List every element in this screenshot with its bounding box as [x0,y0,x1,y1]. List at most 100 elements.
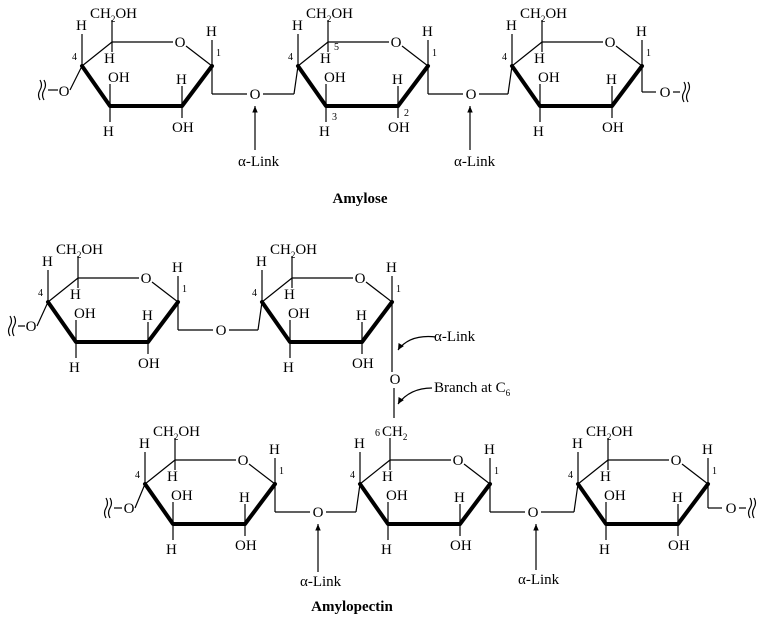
oh-c2: OH [138,356,160,372]
amylopectin-alpha-arrow-2-head [533,524,539,531]
amylopectin-bond-o-c4-lower [134,483,146,509]
bond-o-c1 [681,463,709,485]
amylopectin-bond-o-c4-upper [36,301,49,327]
bond-o-c1 [401,45,429,67]
h-c5: H [320,51,331,67]
position-4: 4 [350,470,355,481]
amylopectin-wavy-lower-left-b [107,497,113,519]
position-1: 1 [646,48,651,59]
bond-c4-c5 [511,41,543,67]
amylopectin-alpha-arrow-branch-curve [397,335,437,351]
ring-oxygen: O [605,35,616,51]
amylose-wavy-right-a [681,81,687,103]
ring-oxygen: O [391,35,402,51]
h-c1: H [422,24,433,40]
h-c5: H [600,469,611,485]
amylose-link-1-oxygen: O [250,87,261,103]
h-c1: H [636,24,647,40]
h-c2: H [392,72,403,88]
amylopectin-branch-arrow [397,387,433,405]
h-c2: H [606,72,617,88]
h-c5: H [534,51,545,67]
h-c4: H [572,436,583,452]
position-4: 4 [38,288,43,299]
h-c5: H [382,469,393,485]
position-4: 4 [568,470,573,481]
bond-c4-c5 [577,459,609,485]
amylose-link-2-bond-up-c4 [507,65,513,95]
amylopectin-alpha-label-2: α-Link [518,572,560,588]
oh-c2: OH [668,538,690,554]
amylopectin-upper-link-bond-up-c4 [257,301,263,331]
bond-o-c1 [615,45,643,67]
amylopectin-lower-link-1-oxygen: O [313,505,324,521]
h-c5: H [167,469,178,485]
h-c3: H [533,124,544,140]
position-1: 1 [712,466,717,477]
bond-c4-c5 [144,459,176,485]
amylopectin-lower-link-2-oxygen: O [528,505,539,521]
h-c4: H [506,18,517,34]
h-c3: H [599,542,610,558]
bond-front [260,300,394,344]
amylose-wavy-left-a [37,79,43,101]
h-c5: H [104,51,115,67]
amylose-end-oxygen-right: O [660,85,671,101]
h-c5: H [284,287,295,303]
h-c2: H [142,308,153,324]
oh-c2: OH [352,356,374,372]
ch2oh-group: CH2OH [306,6,353,24]
ring-oxygen: O [175,35,186,51]
bond-c4-c5 [359,459,391,485]
amylopectin-alpha-arrow-1 [315,524,321,572]
h-c3: H [381,542,392,558]
amylopectin-branch-label: Branch at C6 [434,380,511,398]
h-c4: H [42,254,53,270]
bond-o-c1 [463,463,491,485]
amylopectin-lower-link-1-bond-up-c4 [355,483,361,513]
position-1: 1 [396,284,401,295]
amylose-alpha-label-2: α-Link [454,154,496,170]
h-c4: H [256,254,267,270]
ch2oh-group: CH2OH [270,242,317,260]
position-4: 4 [288,52,293,63]
amylose-alpha-arrow-1-head [252,106,258,113]
amylopectin-wavy-right-a [747,497,753,519]
bond-front [80,64,214,108]
h-c2: H [176,72,187,88]
ch2oh-group: CH2OH [586,424,633,442]
oh-c3: OH [171,488,193,504]
bond-front [143,482,277,526]
ch2oh-group: CH2OH [153,424,200,442]
position-2: 2 [404,108,409,119]
h-c1: H [702,442,713,458]
bond-c4-c5 [297,41,329,67]
bond-front [510,64,644,108]
bond-front [576,482,710,526]
ch2oh-group: CH2OH [56,242,103,260]
h-c3: H [166,542,177,558]
oh-c2: OH [602,120,624,136]
amylose-link-2-oxygen: O [466,87,477,103]
amylose-bond-o-c4-left [69,65,83,91]
position-1: 1 [182,284,187,295]
oh-c2: OH [172,120,194,136]
amylose-alpha-label-1: α-Link [238,154,280,170]
amylopectin-branch-arrow-curve [397,387,433,405]
h-c3: H [283,360,294,376]
h-c1: H [269,442,280,458]
bond-o-c1 [185,45,213,67]
oh-c3: OH [288,306,310,322]
h-c1: H [206,24,217,40]
amylose-link-1-bond-up-c4 [293,65,299,95]
amylopectin-alpha-arrow-branch-head [398,343,404,350]
position-1: 1 [494,466,499,477]
amylopectin-end-oxygen-lower-left: O [124,501,135,517]
h-c3: H [103,124,114,140]
amylopectin-wavy-upper-left-b [11,315,17,337]
